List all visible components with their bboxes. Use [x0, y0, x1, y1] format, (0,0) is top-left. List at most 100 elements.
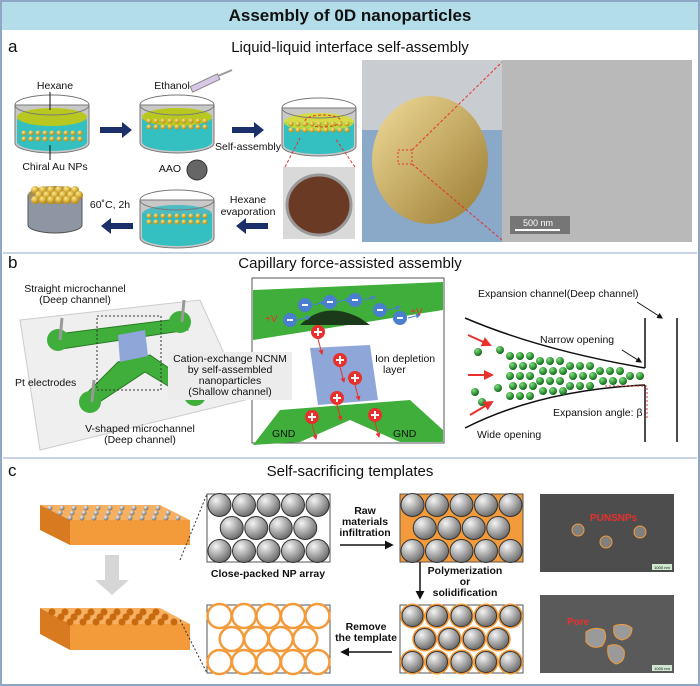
label-ncnm-2: by self-assembled [188, 364, 273, 376]
template-pillar [105, 510, 111, 516]
beaker-icon [139, 94, 215, 154]
nanoparticle [509, 382, 517, 390]
np-array-box [399, 603, 524, 675]
nanoparticle [589, 372, 597, 380]
template-pillar [67, 515, 73, 521]
nanoparticle [606, 367, 614, 375]
zoom-guide-line [284, 137, 301, 168]
scale-label-c1: 1000 nm [654, 565, 670, 570]
nanoparticle [596, 367, 604, 375]
gold-nanoparticle [56, 130, 62, 136]
gold-nanoparticle [181, 118, 187, 124]
template-pillar [175, 515, 181, 521]
template-pillar [127, 515, 133, 521]
gold-nanoparticle [35, 130, 41, 136]
nanoparticle [569, 372, 577, 380]
gold-nanoparticle [202, 124, 208, 130]
label-ncnm-4: (Shallow channel) [188, 386, 271, 398]
np-array-box [206, 602, 331, 676]
gold-nanoparticle [195, 124, 201, 130]
label-ncnm-3: nanoparticles [199, 375, 261, 387]
gold-nanoparticle [174, 118, 180, 124]
template-pillar [59, 505, 65, 511]
gold-nanoparticle [63, 196, 71, 204]
nanoparticle [546, 377, 554, 385]
nanoparticle [471, 388, 479, 396]
template-pore [126, 608, 134, 616]
nanoparticle [516, 392, 524, 400]
label-poly-1: Polymerization [428, 565, 503, 577]
gold-nanoparticle [188, 118, 194, 124]
template-pore [70, 613, 78, 621]
nanoparticle [556, 377, 564, 385]
nanoparticle [549, 367, 557, 375]
nanoparticle [516, 372, 524, 380]
microfluidic-device [19, 299, 246, 451]
template-pillar [119, 505, 125, 511]
gold-nanoparticle [302, 121, 308, 127]
gold-nanoparticle [309, 121, 315, 127]
template-pore [161, 613, 169, 621]
beaker-icon [281, 97, 357, 157]
template-pore [92, 618, 100, 626]
gold-nanoparticle [288, 127, 294, 133]
panel-c-subtitle: Self-sacrificing templates [267, 463, 434, 480]
label-ethanol: Ethanol [154, 80, 190, 92]
zoom-guide-line [411, 61, 503, 151]
template-substrate-top [40, 505, 190, 545]
nanoparticle [529, 362, 537, 370]
nanoparticle [526, 372, 534, 380]
nanoparticle [546, 357, 554, 365]
template-pillar [57, 510, 63, 516]
gold-nanoparticle [39, 196, 47, 204]
nanoparticle [536, 377, 544, 385]
gold-nanoparticle [195, 118, 201, 124]
template-pore [144, 618, 152, 626]
template-pore [105, 618, 113, 626]
np-array-box [399, 493, 524, 563]
template-pillar [79, 515, 85, 521]
gold-nanoparticle [31, 196, 39, 204]
nanoparticle [506, 392, 514, 400]
label-punsnps: PUNSNPs [590, 513, 638, 524]
gold-nanoparticle [188, 219, 194, 225]
template-pillar [95, 505, 101, 511]
gold-nanoparticle [63, 130, 69, 136]
template-pillar [129, 510, 135, 516]
anion-icon [348, 293, 376, 307]
gold-nanoparticle [153, 118, 159, 124]
template-pore [113, 608, 121, 616]
gold-nanoparticle [316, 121, 322, 127]
nanoparticle [619, 377, 627, 385]
gold-nanoparticle [337, 127, 343, 133]
label-remove-1: Remove [346, 621, 387, 633]
gold-nanoparticle [167, 118, 173, 124]
expansion-channel-diagram [464, 301, 678, 442]
label-poly-2: or [460, 576, 471, 588]
gold-nanoparticle [146, 213, 152, 219]
nanoparticle [576, 382, 584, 390]
cation-icon [305, 410, 319, 440]
zoom-region-marker [397, 149, 413, 165]
gold-nanoparticle [28, 130, 34, 136]
gold-nanoparticle [174, 213, 180, 219]
gold-nanoparticle [167, 219, 173, 225]
beaker-icon [14, 94, 90, 154]
panel-a-letter: a [8, 37, 18, 56]
template-pillar [47, 505, 53, 511]
nanoparticle [526, 392, 534, 400]
nanoparticle [636, 372, 644, 380]
sem-image-a [502, 60, 692, 242]
nanoparticle [526, 352, 534, 360]
zoom-guide-line [334, 137, 356, 168]
gold-nanoparticle [202, 219, 208, 225]
scale-label-a: 500 nm [523, 218, 553, 228]
nanoparticle [566, 362, 574, 370]
cation-icon [368, 408, 382, 438]
gold-nanoparticle [181, 124, 187, 130]
template-pillar [103, 515, 109, 521]
label-gnd-right: GND [393, 428, 417, 440]
label-gnd-left: GND [272, 428, 296, 440]
label-close-packed: Close-packed NP array [211, 568, 325, 580]
